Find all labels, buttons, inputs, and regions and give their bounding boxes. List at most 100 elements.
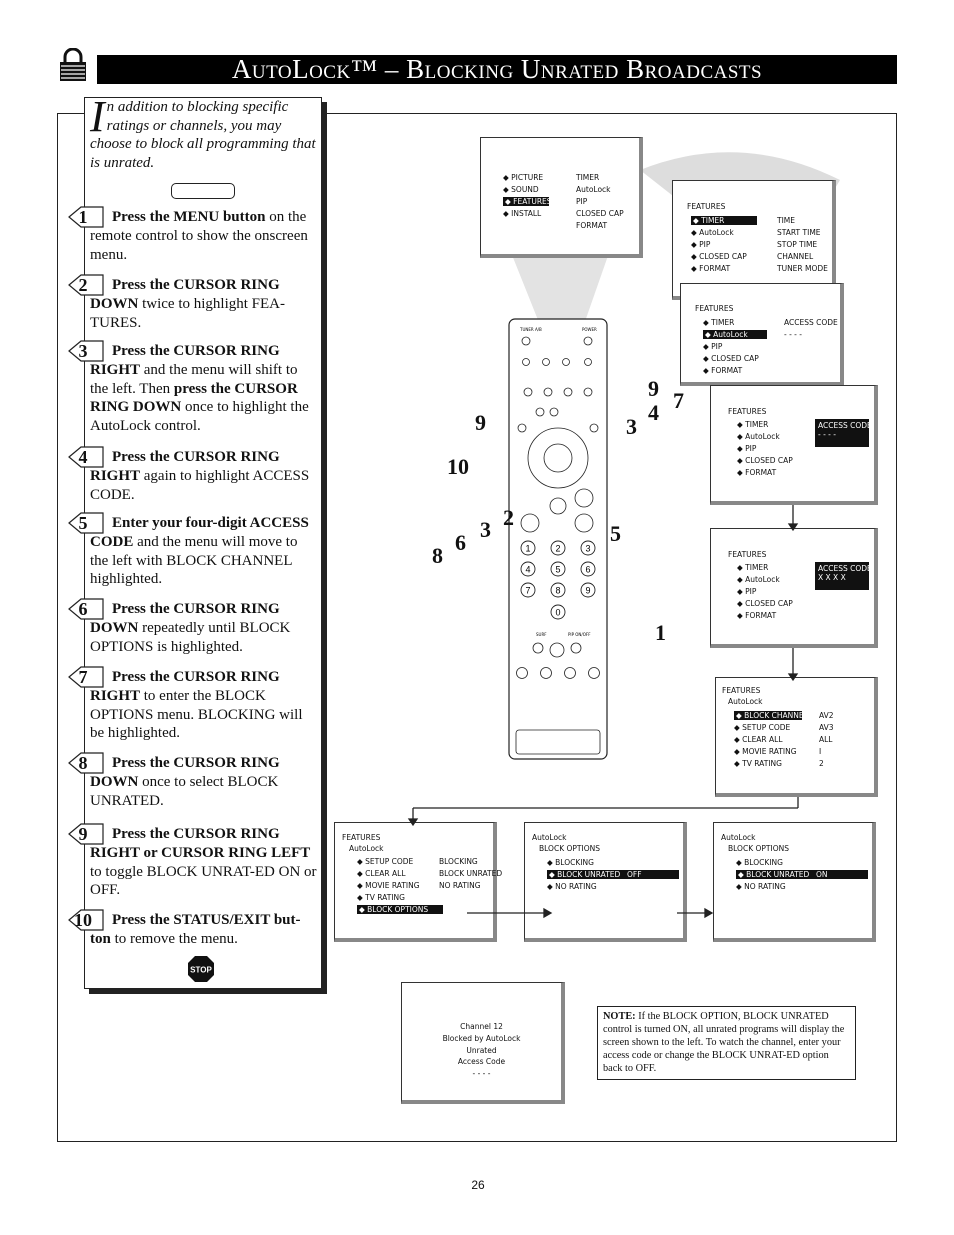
menu-item: ◆ CLOSED CAP	[737, 456, 793, 465]
hand-pointer-number: 8	[432, 543, 443, 568]
note-text: If the BLOCK OPTION, BLOCK UNRATED contr…	[603, 1011, 845, 1074]
access-code-label: ACCESS CODE	[784, 318, 838, 327]
screen-title: FEATURES	[728, 407, 767, 416]
screen-block-options: FEATURES AutoLock ◆ SETUP CODE◆ CLEAR AL…	[334, 822, 502, 942]
hand-pointer-number: 1	[655, 620, 666, 645]
instructions-shadow	[89, 102, 327, 994]
blocked-line: Access Code	[457, 1057, 506, 1067]
blocked-line: Unrated	[466, 1045, 497, 1055]
menu-item: AV2	[819, 711, 834, 720]
page-title: AutoLock™ – Blocking Unrated Broadcasts	[97, 55, 897, 84]
menu-item: ◆ NO RATING	[736, 882, 786, 891]
menu-item: ◆ BLOCKING	[547, 858, 594, 867]
keypad-label: 3	[585, 544, 590, 554]
menu-item: ◆ PIP	[703, 342, 723, 351]
menu-item: ALL	[819, 735, 833, 744]
menu-item: ◆ MOVIE RATING	[734, 747, 797, 756]
menu-item: PIP	[576, 197, 588, 206]
keypad-button	[550, 561, 566, 577]
menu-item: AutoLock	[576, 185, 611, 194]
blocked-line: Channel 12	[460, 1022, 503, 1031]
step-number: 8	[78, 753, 88, 773]
menu-item: ◆ TV RATING	[357, 893, 405, 902]
step-number: 10	[74, 910, 92, 930]
menu-item: ◆ BLOCKING	[736, 858, 783, 867]
access-code-value: X X X X	[818, 573, 846, 582]
menu-item: ◆ TV RATING	[734, 759, 782, 768]
step-number-badge: 7	[66, 665, 106, 689]
hand-pointer-number: 2	[503, 505, 514, 530]
step-number-badge: 1	[66, 205, 106, 229]
step-bold-text: Press the CURSOR RING RIGHT	[90, 343, 280, 378]
keypad-button	[550, 604, 566, 620]
step-number: 9	[78, 824, 88, 844]
step-text: to enter the BLOCK OPTIONS menu. BLOCKIN…	[90, 687, 303, 742]
screen-title: FEATURES	[342, 833, 381, 842]
step-number: 2	[78, 275, 88, 295]
menu-item: CHANNEL	[777, 252, 814, 261]
screen-title: FEATURES	[728, 550, 767, 559]
access-code-value: - - - -	[818, 430, 836, 439]
intro-text: n addition to blocking specific ratings …	[90, 99, 316, 171]
hand-pointer-number: 7	[673, 388, 684, 413]
step-text: again to highlight ACCESS CODE.	[90, 467, 310, 503]
access-code-value: - - - -	[784, 330, 802, 339]
screen-subtitle: AutoLock	[728, 697, 763, 706]
keypad-button	[580, 561, 596, 577]
intro-dropcap: I	[90, 92, 105, 141]
keypad-label: 2	[555, 544, 560, 554]
keypad-label: 8	[555, 586, 560, 596]
step-bold-text: Press the CURSOR RING DOWN	[90, 277, 280, 312]
menu-item: ◆ TIMER	[703, 318, 735, 327]
keypad-label: 6	[585, 565, 590, 575]
instructions-panel	[84, 97, 322, 989]
menu-item: ◆ PICTURE	[503, 173, 544, 182]
keypad-label: 5	[555, 565, 560, 575]
step-number-badge: 2	[66, 273, 106, 297]
menu-item: ◆ NO RATING	[547, 882, 597, 891]
step-text: once to highlight the AutoLock control.	[90, 399, 309, 435]
access-code-box: ACCESS CODE X X X X	[815, 562, 872, 590]
step-number: 3	[78, 341, 88, 361]
menu-item: ◆ BLOCK UNRATED	[547, 870, 679, 879]
menu-item: TIMER	[576, 173, 600, 182]
remote-label-power: POWER	[582, 327, 597, 332]
step-bold-text: press the CURSOR RING DOWN	[90, 380, 298, 416]
step-text: to toggle BLOCK UNRAT-ED ON or OFF.	[90, 863, 317, 899]
menu-item: ◆ PIP	[737, 444, 757, 453]
step-bold-text: Press the CURSOR RING RIGHT or CURSOR RI…	[90, 826, 311, 861]
screen-title: FEATURES	[722, 686, 761, 695]
menu-item: ◆ CLOSED CAP	[703, 354, 759, 363]
screen-features-timer: FEATURES ◆ TIMER◆ AutoLock◆ PIP◆ CLOSED …	[672, 180, 836, 300]
hand-pointer-number: 4	[648, 400, 659, 425]
screen-subtitle: BLOCK OPTIONS	[728, 844, 789, 853]
step-number: 7	[78, 667, 88, 687]
menu-item: NO RATING	[439, 881, 481, 890]
keypad-label: 7	[525, 586, 530, 596]
menu-item: ◆ CLOSED CAP	[691, 252, 747, 261]
step-text: on the remote control to show the onscre…	[90, 209, 308, 263]
hand-pointer-number: 3	[626, 414, 637, 439]
menu-item: CLOSED CAP	[576, 209, 624, 218]
screen-title: FEATURES	[695, 304, 734, 313]
access-code-label: ACCESS CODE	[818, 421, 872, 430]
menu-item: START TIME	[777, 228, 821, 237]
step-number-badge: 3	[66, 339, 106, 363]
step-number: 5	[78, 513, 88, 533]
menu-item: ◆ FORMAT	[703, 366, 743, 375]
blocked-line: Blocked by AutoLock	[442, 1033, 521, 1043]
menu-item: ◆ CLOSED CAP	[737, 599, 793, 608]
menu-item: ◆ CLEAR ALL	[357, 869, 406, 878]
step-number: 4	[78, 447, 88, 467]
screen-subtitle: BLOCK OPTIONS	[539, 844, 600, 853]
step-bold-text: Press the CURSOR RING RIGHT	[90, 449, 280, 484]
stop-icon: STOP	[187, 955, 215, 983]
step-bold-text: Press the STATUS/EXIT but-ton	[90, 912, 301, 947]
keypad-label: 0	[555, 608, 560, 618]
